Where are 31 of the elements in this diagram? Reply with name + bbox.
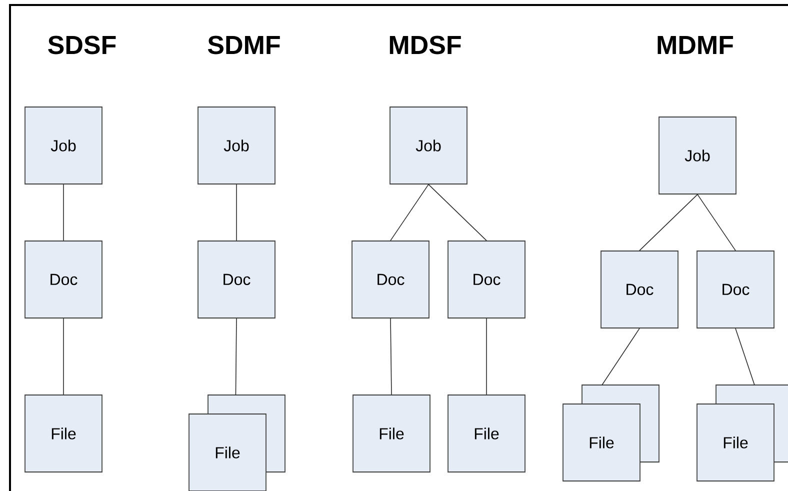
column-title: MDSF	[390, 36, 461, 54]
column-title: SDMF	[208, 36, 280, 54]
process-box: Job	[390, 106, 468, 184]
process-box: Doc	[24, 240, 102, 318]
stacked-file-box: File	[696, 384, 788, 482]
process-box: File	[352, 394, 430, 472]
process-box: Doc	[600, 250, 678, 328]
process-box: Job	[24, 106, 102, 184]
connector-line	[63, 184, 64, 241]
connector-line	[390, 318, 392, 395]
stacked-file-box: File	[188, 394, 286, 491]
process-box: Doc	[696, 250, 774, 328]
connector-line	[63, 318, 64, 395]
connector-line	[697, 194, 736, 251]
process-box: File	[24, 394, 102, 472]
connector-line	[390, 184, 429, 241]
column-title: MDMF	[658, 36, 734, 54]
process-box: Doc	[448, 240, 526, 318]
connector-line	[735, 328, 755, 386]
process-box: File	[448, 394, 526, 472]
process-box: Job	[198, 106, 276, 184]
process-box: Doc	[352, 240, 430, 318]
stacked-file-box: File	[562, 384, 660, 482]
connector-line	[428, 184, 487, 241]
connector-line	[235, 318, 237, 396]
connector-line	[486, 318, 487, 395]
column-title: SDSF	[48, 36, 116, 54]
process-box: Job	[658, 116, 736, 194]
connector-line	[639, 194, 698, 251]
connector-line	[236, 184, 237, 241]
process-box: Doc	[198, 240, 276, 318]
